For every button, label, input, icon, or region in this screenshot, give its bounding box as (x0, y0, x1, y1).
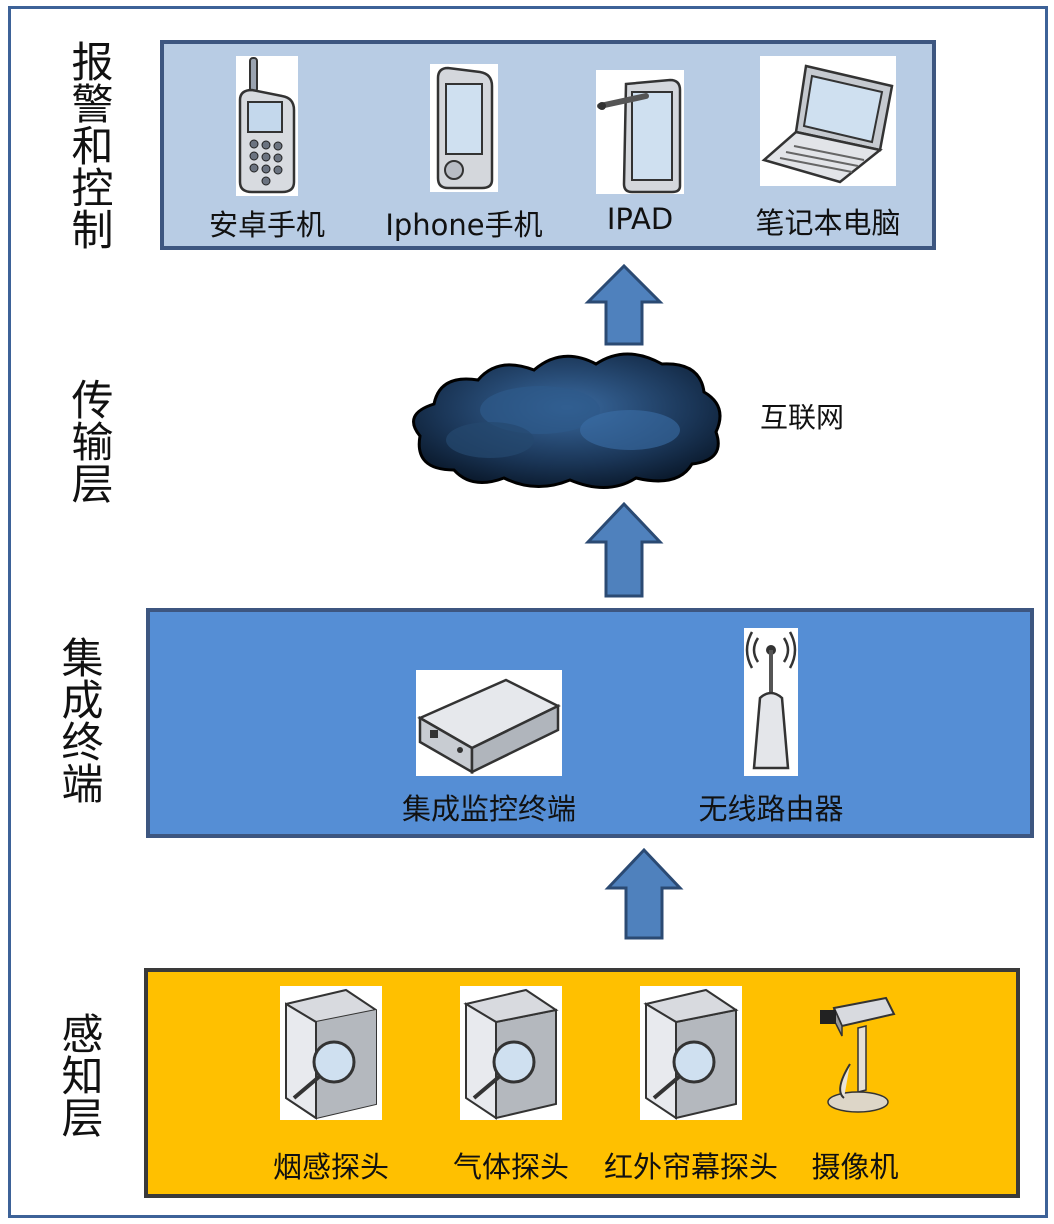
android-phone-label: 安卓手机 (208, 208, 325, 242)
infrared-detector-label: 红外帘幕探头 (603, 1150, 778, 1184)
ipad: IPAD (596, 70, 684, 236)
infrared-detector-icon (640, 986, 742, 1120)
monitoring-terminal: 集成监控终端 (402, 670, 576, 826)
monitoring-terminal-icon (416, 670, 562, 776)
diagram-frame (8, 6, 1048, 1218)
internet-label: 互联网 (760, 401, 845, 434)
android-phone: 安卓手机 (209, 56, 325, 242)
arrow-up-sensing-to-terminal (604, 847, 684, 940)
iphone-icon (430, 64, 498, 192)
gas-detector: 气体探头 (453, 986, 569, 1184)
layer-label-sensing: 感知层 (55, 1012, 104, 1138)
camera-label: 摄像机 (811, 1150, 899, 1184)
layer-label-alarm: 报警和控制 (65, 40, 114, 250)
ipad-icon (596, 70, 684, 194)
arrow-up-terminal-to-cloud (584, 501, 664, 598)
arrow-up-cloud-to-alarm (584, 263, 664, 346)
laptop: 笔记本电脑 (755, 56, 901, 240)
ipad-label: IPAD (606, 202, 674, 236)
wireless-router-label: 无线路由器 (698, 792, 844, 826)
gas-detector-label: 气体探头 (452, 1150, 569, 1184)
wireless-router: 无线路由器 (698, 628, 844, 826)
smoke-detector-icon (280, 986, 382, 1120)
iphone: Iphone手机 (385, 64, 543, 242)
internet-cloud-icon (412, 352, 722, 490)
integrated-terminal-panel (146, 608, 1034, 838)
wireless-router-icon (744, 628, 798, 776)
android-phone-icon (236, 56, 298, 196)
camera: 摄像机 (811, 994, 899, 1184)
gas-detector-icon (460, 986, 562, 1120)
smoke-detector: 烟感探头 (273, 986, 389, 1184)
iphone-label: Iphone手机 (385, 208, 543, 242)
laptop-icon (760, 56, 896, 186)
laptop-label: 笔记本电脑 (755, 206, 901, 240)
smoke-detector-label: 烟感探头 (272, 1150, 389, 1184)
layer-label-transport: 传输层 (65, 378, 114, 504)
infrared-curtain-detector: 红外帘幕探头 (604, 986, 778, 1184)
camera-icon (820, 996, 896, 1113)
layer-label-terminal: 集成终端 (55, 636, 104, 804)
monitoring-terminal-label: 集成监控终端 (401, 792, 576, 826)
